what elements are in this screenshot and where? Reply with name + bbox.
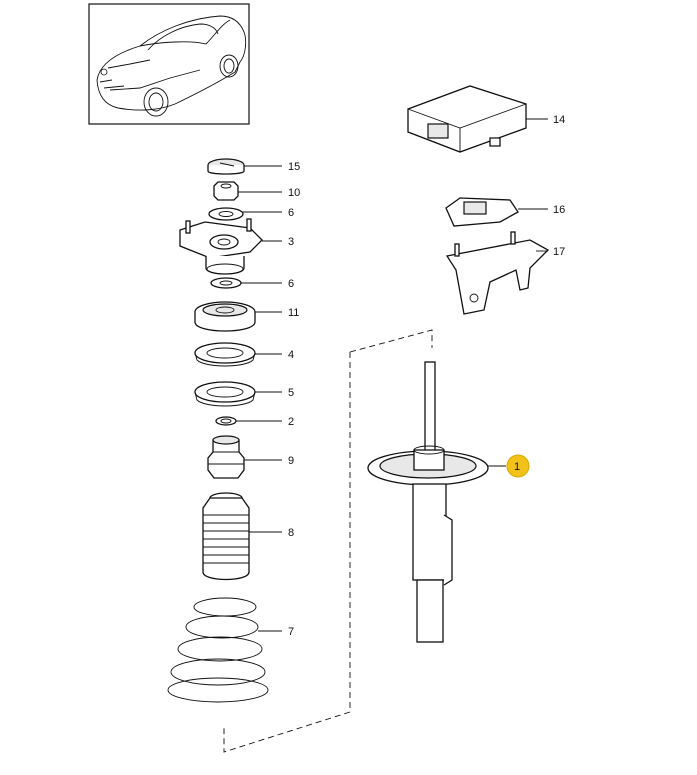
highlight-marker[interactable] xyxy=(506,454,530,478)
part-14-control-unit xyxy=(407,85,527,153)
callout-labels: 15 10 6 3 6 11 4 5 2 9 8 7 14 16 17 1 xyxy=(288,114,565,638)
leader-lines xyxy=(236,118,548,632)
part-10-nut xyxy=(213,181,239,201)
callout-9: 9 xyxy=(288,455,294,467)
part-2-ring xyxy=(215,416,237,426)
part-5-spring-pad xyxy=(194,381,256,407)
callout-6-upper: 6 xyxy=(288,207,294,219)
part-6-washer-upper xyxy=(208,207,244,221)
callout-17: 17 xyxy=(553,246,565,258)
callout-7: 7 xyxy=(288,626,294,638)
part-7-coil-spring xyxy=(167,597,269,703)
part-9-bump-stop xyxy=(207,435,245,479)
part-3-top-mount xyxy=(179,218,263,275)
callout-11: 11 xyxy=(288,307,299,319)
part-17-bracket xyxy=(445,231,550,315)
callout-14: 14 xyxy=(553,114,565,126)
part-6-washer-lower xyxy=(210,277,242,289)
callout-1[interactable]: 1 xyxy=(514,461,520,473)
part-1-strut xyxy=(367,361,489,643)
callout-8: 8 xyxy=(288,527,294,539)
callout-15: 15 xyxy=(288,161,300,173)
callout-16: 16 xyxy=(553,204,565,216)
part-8-boot xyxy=(202,492,250,581)
part-4-spring-seat xyxy=(194,342,256,367)
car-thumbnail xyxy=(88,3,250,125)
callout-4: 4 xyxy=(288,349,294,361)
part-11-bearing xyxy=(194,301,256,332)
part-15-cap xyxy=(207,158,245,175)
part-16-connector xyxy=(445,197,519,227)
callout-6-lower: 6 xyxy=(288,278,294,290)
callout-2: 2 xyxy=(288,416,294,428)
callout-10: 10 xyxy=(288,187,300,199)
callout-3: 3 xyxy=(288,236,294,248)
callout-5: 5 xyxy=(288,387,294,399)
